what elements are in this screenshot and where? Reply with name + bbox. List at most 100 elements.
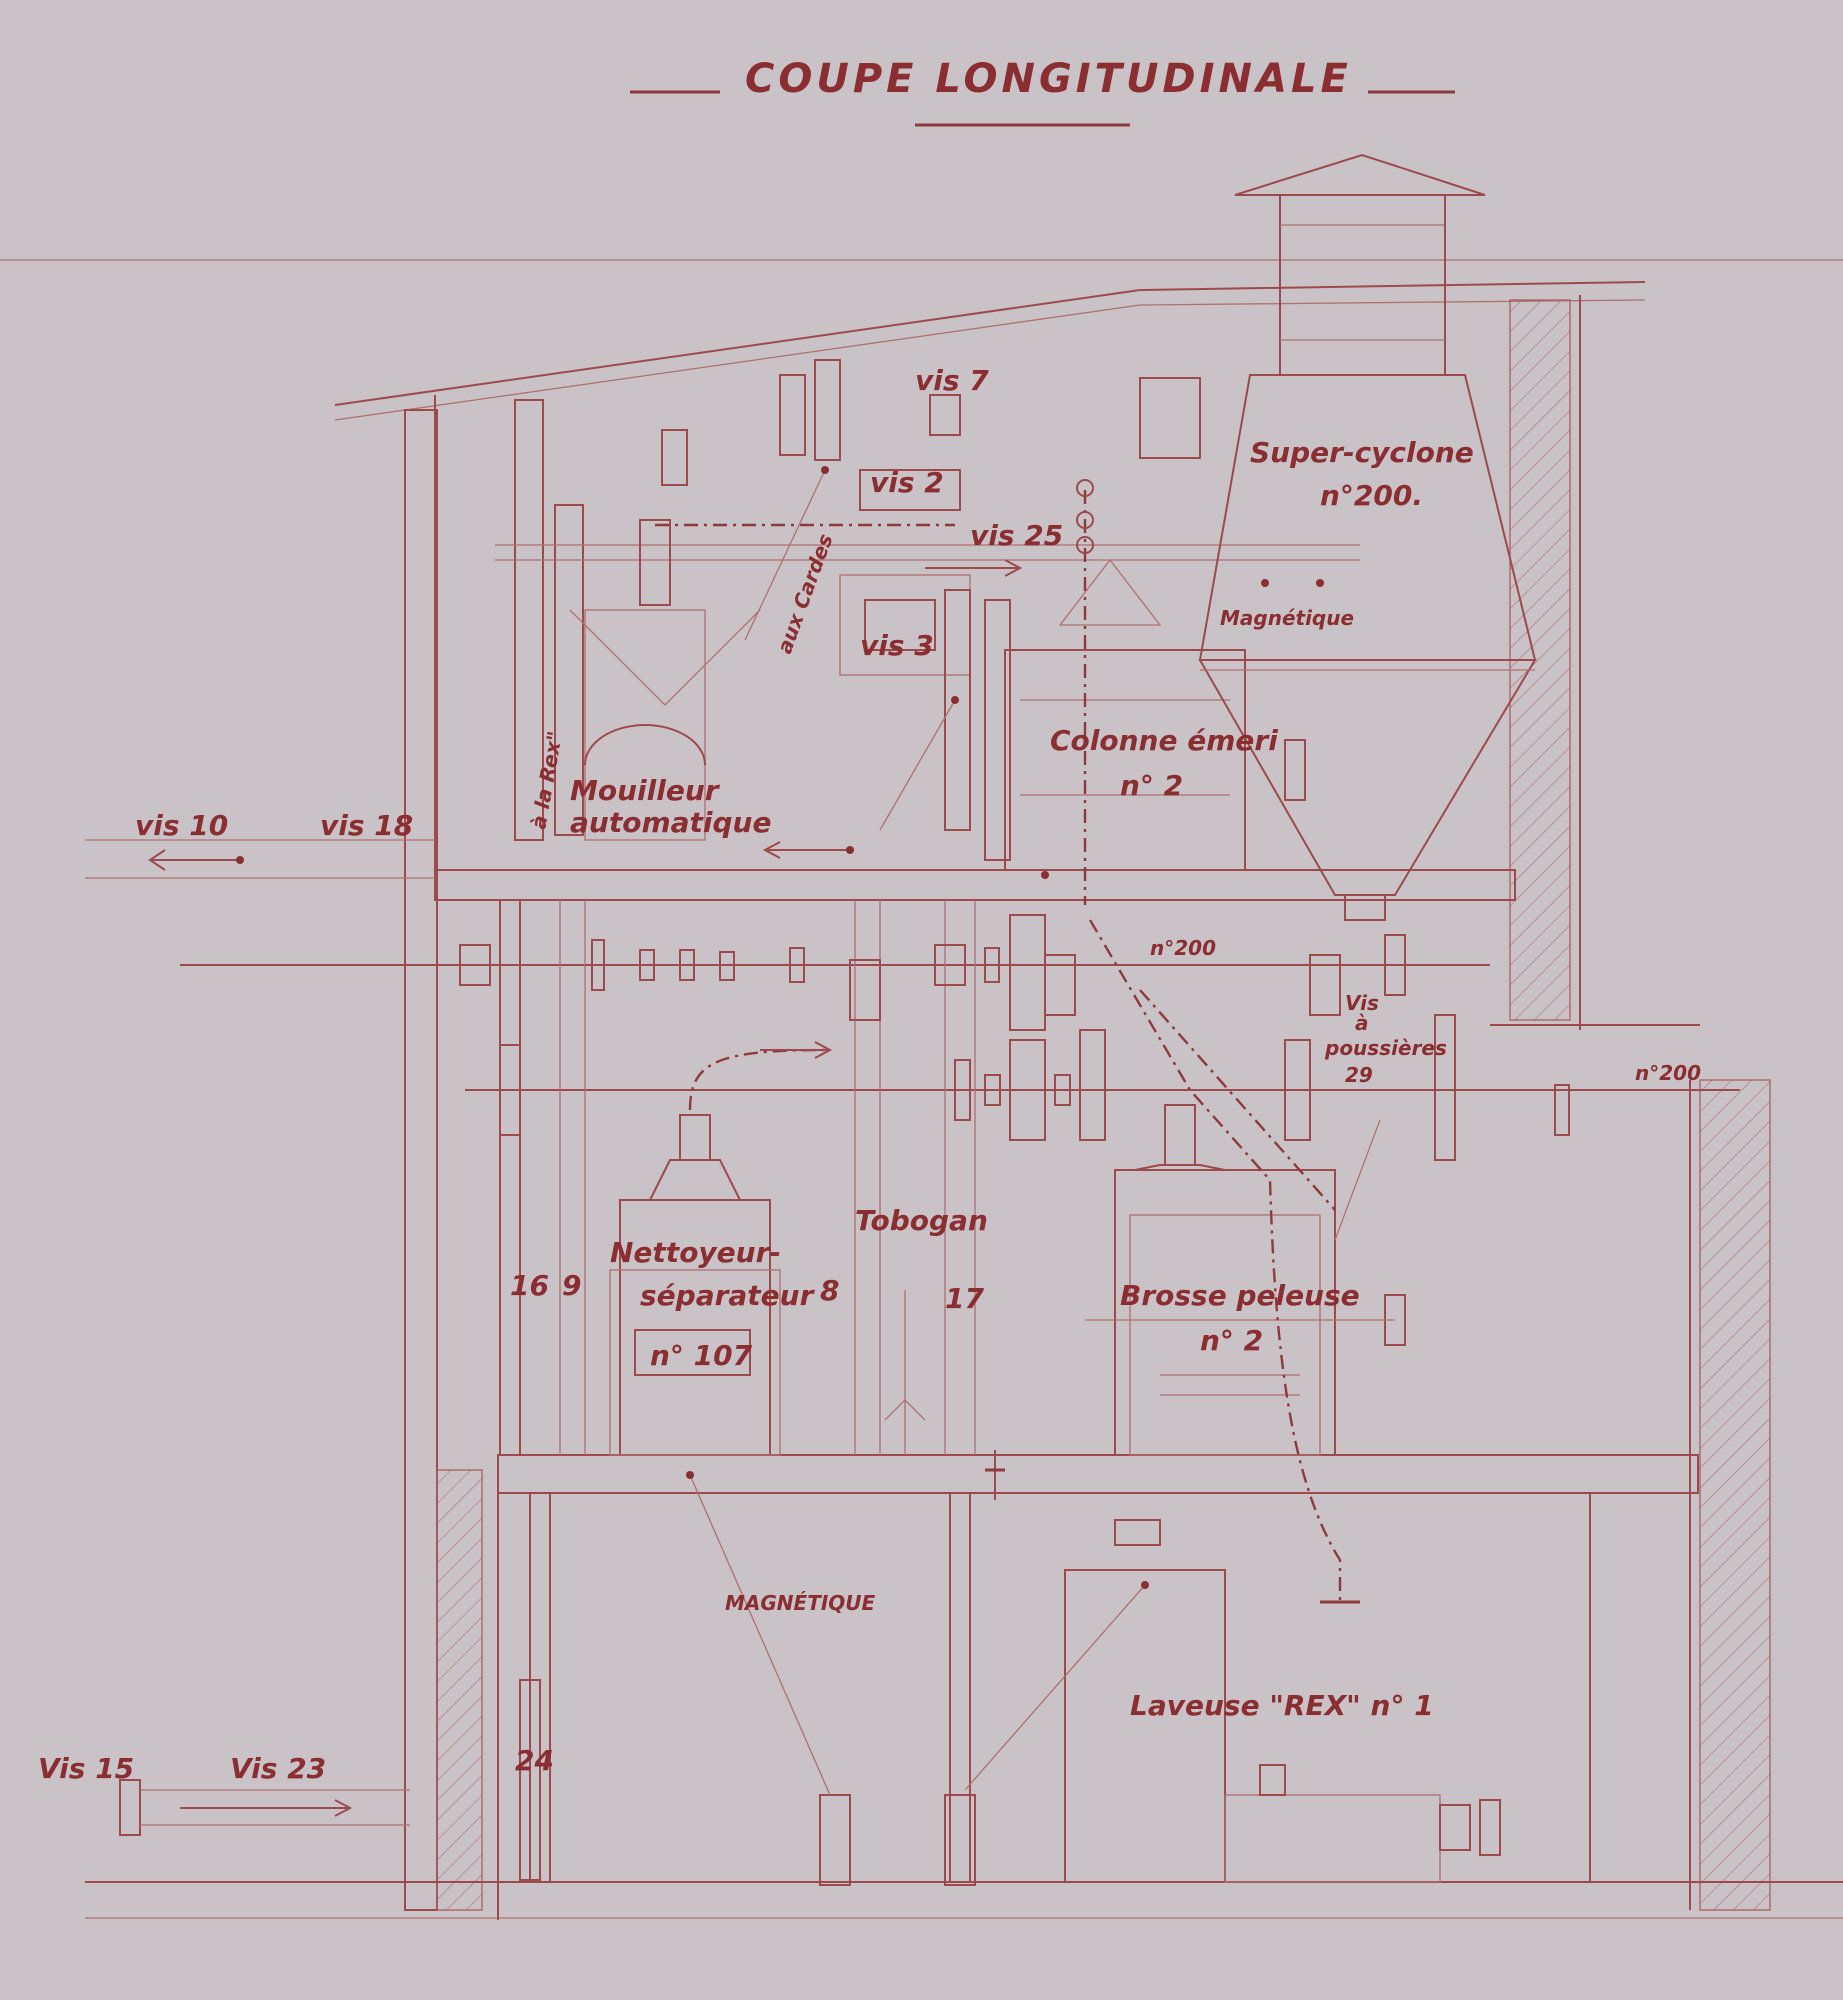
annotations: vis 7 vis 2 vis 25 vis 3 aux Cardes Supe… [38,364,1701,1785]
laveuse-rex-machine [985,1450,1501,1883]
elevator-left [514,399,544,841]
label-nettoyeur: Nettoyeur- [610,1236,781,1269]
label-vis23: Vis 23 [230,1752,326,1785]
label-vis-poussieres: Vis [1345,991,1379,1015]
building-structure [0,153,1843,1920]
colonne-emeri-body [1004,649,1246,871]
laveuse-pulley-2 [1479,1799,1501,1856]
label-n200-mid: n°200 [1150,936,1216,960]
vis2-box [859,469,961,511]
nettoyeur-feed-line [688,1048,831,1111]
lower-conveyors [119,1679,976,1886]
label-nettoyeur-no: n° 107 [650,1339,753,1372]
vis7-box [929,394,961,436]
vis7-pillar-2 [779,374,806,456]
label-laveuse-rex: Laveuse "REX" n° 1 [1130,1689,1434,1722]
pulley-m11 [1044,954,1076,1016]
label-magnetique-small: Magnétique [1220,606,1354,630]
label-vis18: vis 18 [320,809,413,842]
label-colonne-emeri: Colonne émeri [1050,724,1278,757]
pulley-m9 [984,947,1000,983]
flow-arrows [148,466,1381,1817]
vis7-pillar [814,359,841,461]
pulley-top [661,429,688,486]
laveuse-cap [1114,1519,1161,1546]
cyclone-side-tab [1284,739,1306,801]
vis18-dot [846,846,854,854]
drop-tube-2 [944,1794,976,1886]
label-colonne-no: n° 2 [1120,769,1183,802]
super-cyclone-cone [1198,659,1537,896]
label-super-cyclone-no: n°200. [1320,479,1423,512]
pulley-m5 [719,951,735,981]
label-17: 17 [945,1282,984,1315]
label-a-la-rex: à la Rex" [526,729,567,831]
left-wall-hatch [436,1469,483,1911]
colonne-dot [1041,871,1049,879]
vis23-arrowhead [334,1799,353,1817]
label-vis10: vis 10 [135,809,228,842]
super-cyclone-outlet [1344,894,1386,921]
label-brosse-no: n° 2 [1200,1324,1263,1357]
pulley-m2 [591,939,605,991]
label-super-cyclone: Super-cyclone [1250,436,1474,469]
magnetique-dot-1 [1261,579,1269,587]
brosse-peleuse-machine [1085,919,1406,1604]
shaft-column-mid [944,589,971,831]
roof-line-lower [334,299,1646,421]
vis25-arrowhead [1004,559,1023,577]
label-separateur: séparateur [640,1279,816,1312]
nettoyeur-hood [648,1159,742,1201]
axis-ring-3 [1076,536,1094,554]
label-vis-poussieres-3: poussières [1324,1036,1447,1060]
label-magnetique-big: MAGNÉTIQUE [725,1591,876,1615]
label-automatique: automatique [570,806,771,839]
nettoyeur-plate [634,1329,751,1376]
title-block: COUPE LONGITUDINALE [630,56,1455,127]
pulley-l2 [954,1059,971,1121]
pulley-l5 [1054,1074,1071,1106]
lower-right-wall-hatch [1699,1079,1771,1911]
laveuse-dot [1141,1581,1149,1589]
brosse-flow-line-2 [1139,989,1336,1211]
vis2-dot [821,466,829,474]
vis3-dot [951,696,959,704]
nettoyeur-neck [679,1114,711,1161]
pulley-m7 [849,959,881,1021]
axis-ring-1 [1076,479,1094,497]
pulley-l9 [1554,1084,1570,1136]
laveuse-body [1064,1569,1226,1883]
magnetique-dot-3 [686,1471,694,1479]
label-vis25: vis 25 [970,519,1063,552]
vis10-dot [236,856,244,864]
label-mouilleur: Mouilleur [570,774,721,807]
vis3-box [864,599,936,651]
brosse-inner [1129,1214,1321,1456]
cyclone-side-window [1139,377,1201,459]
pulley-l4 [1009,1039,1046,1141]
pulley-m12 [1309,954,1341,1016]
pulley-l7 [1284,1039,1311,1141]
laveuse-box [1259,1764,1286,1796]
middle-pulleys [459,914,1570,1161]
label-vis-poussieres-2: à [1355,1011,1369,1035]
vis18-arrowhead [762,841,781,859]
magnetique-dot-2 [1316,579,1324,587]
vent-cap [1234,153,1486,196]
brosse-flow-line [1088,919,1342,1600]
label-8: 8 [820,1274,839,1307]
label-vis3: vis 3 [860,629,934,662]
label-vis7: vis 7 [915,364,989,397]
page-title: COUPE LONGITUDINALE [745,56,1352,102]
middle-floor [497,1454,1699,1494]
poussieres-leader [1334,1119,1381,1241]
pulley-m4 [679,949,695,981]
brosse-neck [1164,1104,1196,1166]
colonne-emeri-top [1058,558,1162,626]
pulley-l8 [1434,1014,1456,1161]
pulley-m13 [1384,934,1406,996]
pulley-m6 [789,947,805,983]
pulley-m10 [1009,914,1046,1031]
upper-machinery [495,359,1537,921]
